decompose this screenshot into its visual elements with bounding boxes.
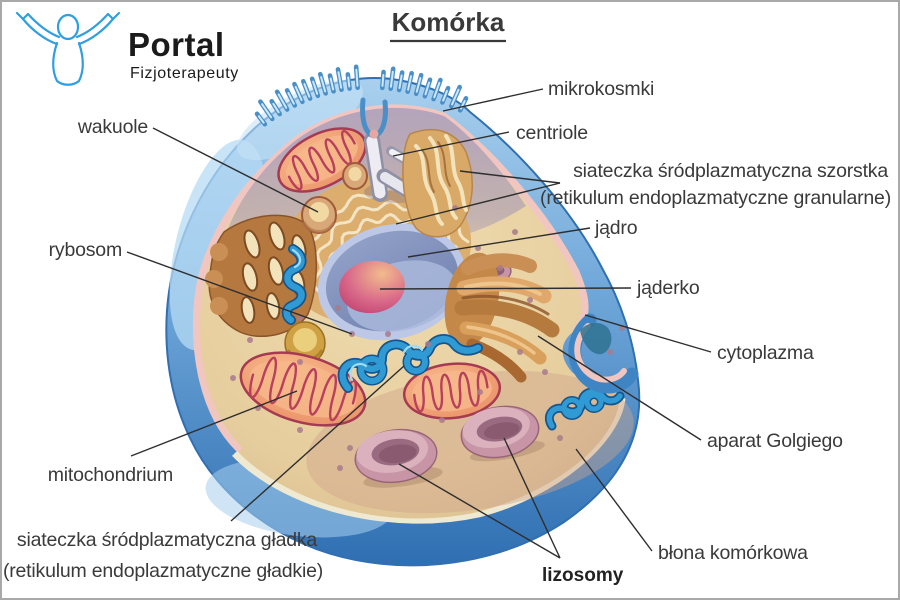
- page-title: Komórka: [390, 7, 506, 43]
- organelles: [205, 64, 639, 488]
- label-lizosomy: lizosomy: [542, 565, 624, 586]
- smooth-er: [281, 244, 625, 431]
- mitochondrion-left: [239, 351, 367, 427]
- label-er-gladka-2: (retikulum endoplazmatyczne gładkie): [3, 560, 323, 582]
- smooth-er-center-tubule: [337, 334, 483, 393]
- label-er-gladka-1: siateczka śródplazmatyczna gładka: [17, 529, 317, 551]
- leader-lizosomy-2: [398, 463, 561, 559]
- small-vacuole: [342, 162, 368, 190]
- leader-er-szorstka-1: [459, 170, 561, 184]
- leader-lines: [126, 88, 712, 559]
- label-mitochondrium: mitochondrium: [48, 464, 173, 486]
- leader-er-szorstka-2: [395, 182, 561, 225]
- person-raised-arms-icon: [15, 11, 121, 86]
- microvilli: [254, 64, 469, 127]
- label-rybosom: rybosom: [49, 239, 122, 261]
- leader-lizosomy-1: [503, 437, 561, 559]
- leader-mitochondrium: [130, 390, 298, 457]
- leader-er-gladka: [230, 365, 405, 522]
- leader-aparat-golgiego: [537, 335, 702, 441]
- logo: Portal Fizjoterapeuty: [15, 11, 239, 86]
- label-cytoplazma: cytoplazma: [717, 342, 814, 364]
- leader-jadro: [407, 227, 591, 258]
- leader-jaderko: [379, 287, 632, 290]
- vacuole: [301, 196, 337, 234]
- membrane-pit: [360, 97, 388, 139]
- golgi-apparatus: [444, 252, 560, 383]
- label-mikrokosmki: mikrokosmki: [548, 78, 654, 100]
- membrane-highlight-top: [236, 79, 364, 161]
- lysosome-right: [460, 405, 545, 462]
- logo-subtitle: Fizjoterapeuty: [130, 65, 239, 82]
- logo-brand: Portal: [128, 26, 225, 63]
- label-wakuole: wakuole: [77, 116, 148, 138]
- label-jadro: jądro: [594, 217, 638, 239]
- rough-er: [402, 129, 473, 238]
- membrane-fold: [568, 313, 639, 394]
- label-er-szorstka-1: siateczka śródplazmatyczna szorstka: [573, 160, 888, 182]
- label-blona-komorkowa: błona komórkowa: [658, 542, 808, 564]
- leader-mikrokosmki: [442, 88, 544, 112]
- smooth-er-left-tubule: [281, 244, 307, 325]
- leader-centriole: [392, 131, 510, 157]
- lysosome-center: [354, 428, 443, 488]
- smooth-er-right-tubule: [544, 387, 625, 431]
- leader-cytoplazma: [584, 314, 712, 353]
- nucleolus: [339, 260, 405, 314]
- leader-rybosom: [126, 251, 353, 335]
- label-er-szorstka-2: (retikulum endoplazmatyczne granularne): [540, 187, 891, 209]
- leader-blona-komorkowa: [575, 448, 653, 552]
- label-centriole: centriole: [516, 122, 588, 144]
- label-jaderko: jąderko: [636, 277, 700, 299]
- title-text: Komórka: [392, 7, 505, 37]
- label-aparat-golgiego: aparat Golgiego: [707, 430, 843, 452]
- labels: mikrokosmki centriole siateczka śródplaz…: [3, 78, 891, 586]
- leader-wakuole: [152, 127, 319, 213]
- mitochondrion-right: [402, 362, 502, 420]
